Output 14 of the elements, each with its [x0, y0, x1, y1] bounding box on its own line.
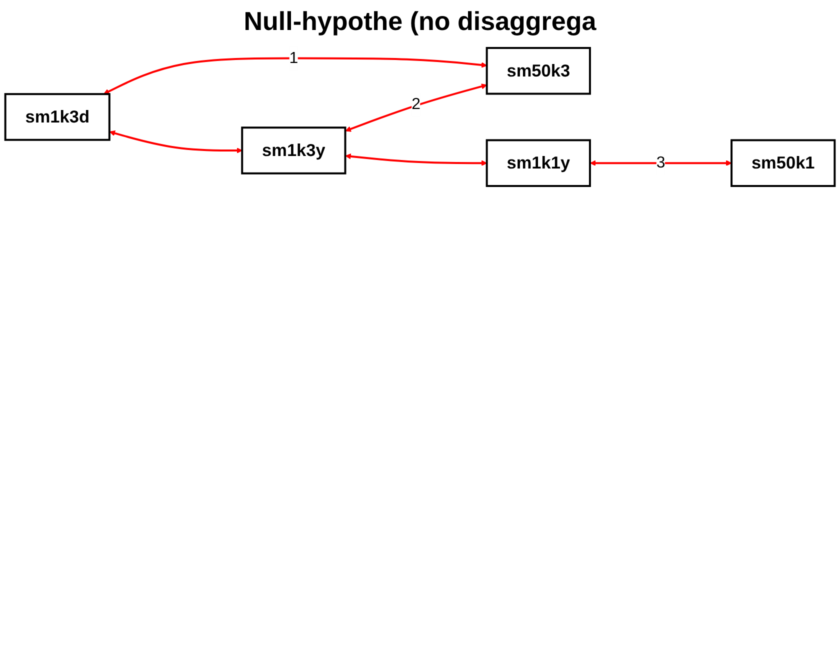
diagram-title: Null-hypothe (no disaggrega — [242, 6, 598, 37]
edge-label: 2 — [412, 95, 420, 113]
edge-label: 3 — [656, 154, 666, 172]
node-box: sm1k3d — [4, 93, 110, 141]
node-box: sm50k3 — [486, 46, 591, 95]
node-box: sm1k3y — [241, 126, 346, 174]
arrow — [104, 57, 488, 94]
node-box: sm1k1y — [486, 139, 591, 187]
node-box: sm50k1 — [730, 139, 836, 187]
arrow — [590, 160, 732, 166]
arrow — [109, 130, 242, 154]
arrow — [345, 84, 488, 132]
edge-label: 1 — [289, 48, 298, 67]
arrow — [345, 153, 488, 166]
